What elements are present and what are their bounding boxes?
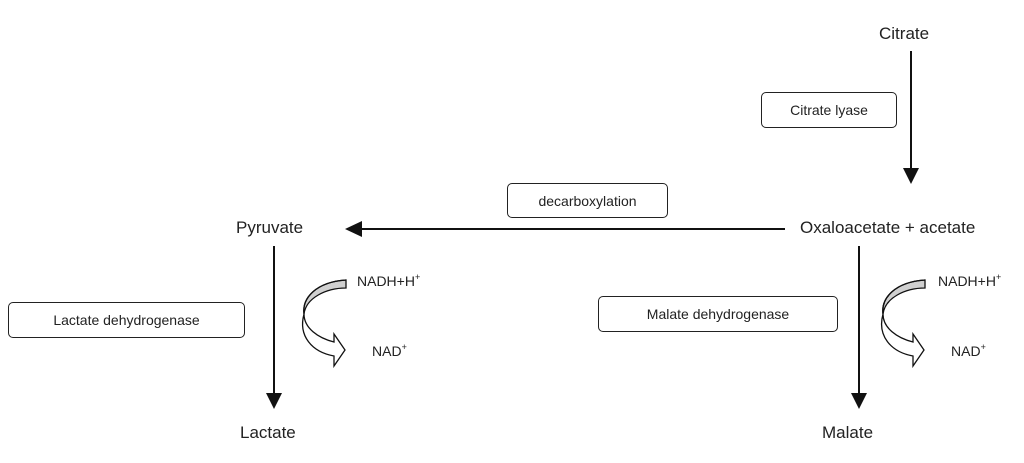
cofactor-nadh-left: NADH+H+ bbox=[357, 272, 420, 289]
arrowhead bbox=[851, 393, 867, 409]
metabolite-pyruvate: Pyruvate bbox=[236, 218, 304, 237]
superscript-charge: + bbox=[401, 342, 407, 352]
metabolite-malate: Malate bbox=[822, 423, 874, 442]
arrowhead bbox=[345, 221, 362, 237]
enzyme-label: Malate dehydrogenase bbox=[646, 306, 790, 322]
cofactor-nadh-right: NADH+H+ bbox=[938, 272, 1001, 289]
enzyme-box-citrate-lyase: Citrate lyase bbox=[761, 92, 897, 128]
cofactor-curved-arrow-left bbox=[302, 279, 347, 369]
cofactor-nad-right: NAD+ bbox=[951, 342, 986, 359]
enzyme-box-malate-dehydrogenase: Malate dehydrogenase bbox=[598, 296, 838, 332]
superscript-charge: + bbox=[980, 342, 986, 352]
cofactor-nad-left: NAD+ bbox=[372, 342, 407, 359]
metabolite-citrate: Citrate bbox=[879, 24, 930, 43]
enzyme-label: decarboxylation bbox=[538, 192, 637, 209]
enzyme-label: Lactate dehydrogenase bbox=[53, 312, 200, 328]
metabolite-lactate: Lactate bbox=[240, 423, 296, 442]
cofactor-text: NADH+H bbox=[938, 273, 996, 289]
cofactor-text: NAD bbox=[372, 343, 402, 359]
arrowhead bbox=[903, 168, 919, 184]
cofactor-text: NAD bbox=[951, 343, 981, 359]
superscript-charge: + bbox=[414, 272, 421, 282]
enzyme-box-decarboxylation: decarboxylation bbox=[507, 183, 668, 218]
superscript-charge: + bbox=[995, 272, 1002, 282]
enzyme-box-lactate-dehydrogenase: Lactate dehydrogenase bbox=[8, 302, 245, 338]
cofactor-curved-arrow-right bbox=[881, 279, 926, 369]
cofactor-text: NADH+H bbox=[357, 273, 415, 289]
enzyme-label: Citrate lyase bbox=[790, 102, 868, 118]
arrowhead bbox=[266, 393, 282, 409]
metabolite-oxaloacetate-acetate: Oxaloacetate + acetate bbox=[800, 218, 976, 237]
